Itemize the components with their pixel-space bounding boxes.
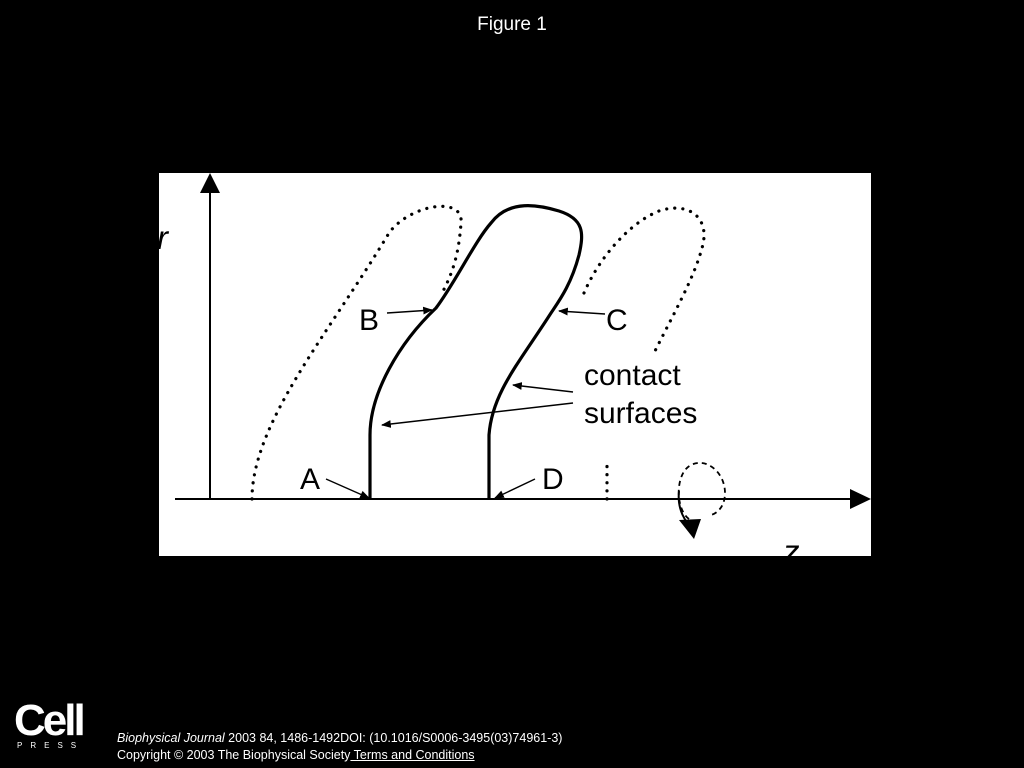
label-c: C [606, 304, 628, 337]
arrow-contact-upper [512, 382, 574, 393]
copyright-line: Copyright © 2003 The Biophysical Society… [117, 747, 562, 764]
contact-label-line2: surfaces [584, 397, 697, 430]
z-axis-label: z [782, 533, 800, 570]
main-outline [368, 204, 584, 499]
r-axis-label: r [157, 219, 170, 256]
label-b: B [359, 304, 379, 337]
slide-title: Figure 1 [477, 14, 547, 35]
citation-line: Biophysical Journal 2003 84, 1486-1492DO… [117, 730, 562, 747]
contact-label-line1: contact [584, 359, 681, 392]
copyright-text: Copyright © 2003 The Biophysical Society [117, 748, 351, 762]
z-axis-arrowhead [850, 489, 871, 509]
r-axis-arrowhead [200, 173, 220, 193]
arrow-d [494, 478, 536, 499]
terms-and-conditions-link[interactable]: Terms and Conditions [350, 748, 475, 762]
rotation-dashed-loop [677, 462, 726, 520]
journal-name: Biophysical Journal [117, 731, 225, 745]
label-d: D [542, 463, 564, 496]
cell-press-logo: Cell PRESS [14, 696, 86, 751]
figure-panel: r z B C A D contact surfaces [157, 173, 871, 570]
logo-word: Cell [14, 696, 86, 745]
arrow-b [386, 306, 433, 315]
label-a: A [300, 463, 320, 496]
arrow-contact-lower [381, 402, 574, 428]
rotation-arrowhead [679, 519, 701, 539]
dotted-outline-right-top [582, 206, 706, 355]
figure-diagram: r z B C A D contact surfaces [157, 173, 871, 570]
dotted-outline-left [250, 204, 463, 501]
arrow-a [325, 478, 370, 499]
logo-sub: PRESS [17, 741, 85, 750]
citation-block: Biophysical Journal 2003 84, 1486-1492DO… [117, 730, 562, 764]
arrow-c [558, 307, 606, 316]
citation-details: 2003 84, 1486-1492DOI: (10.1016/S0006-34… [224, 731, 563, 745]
